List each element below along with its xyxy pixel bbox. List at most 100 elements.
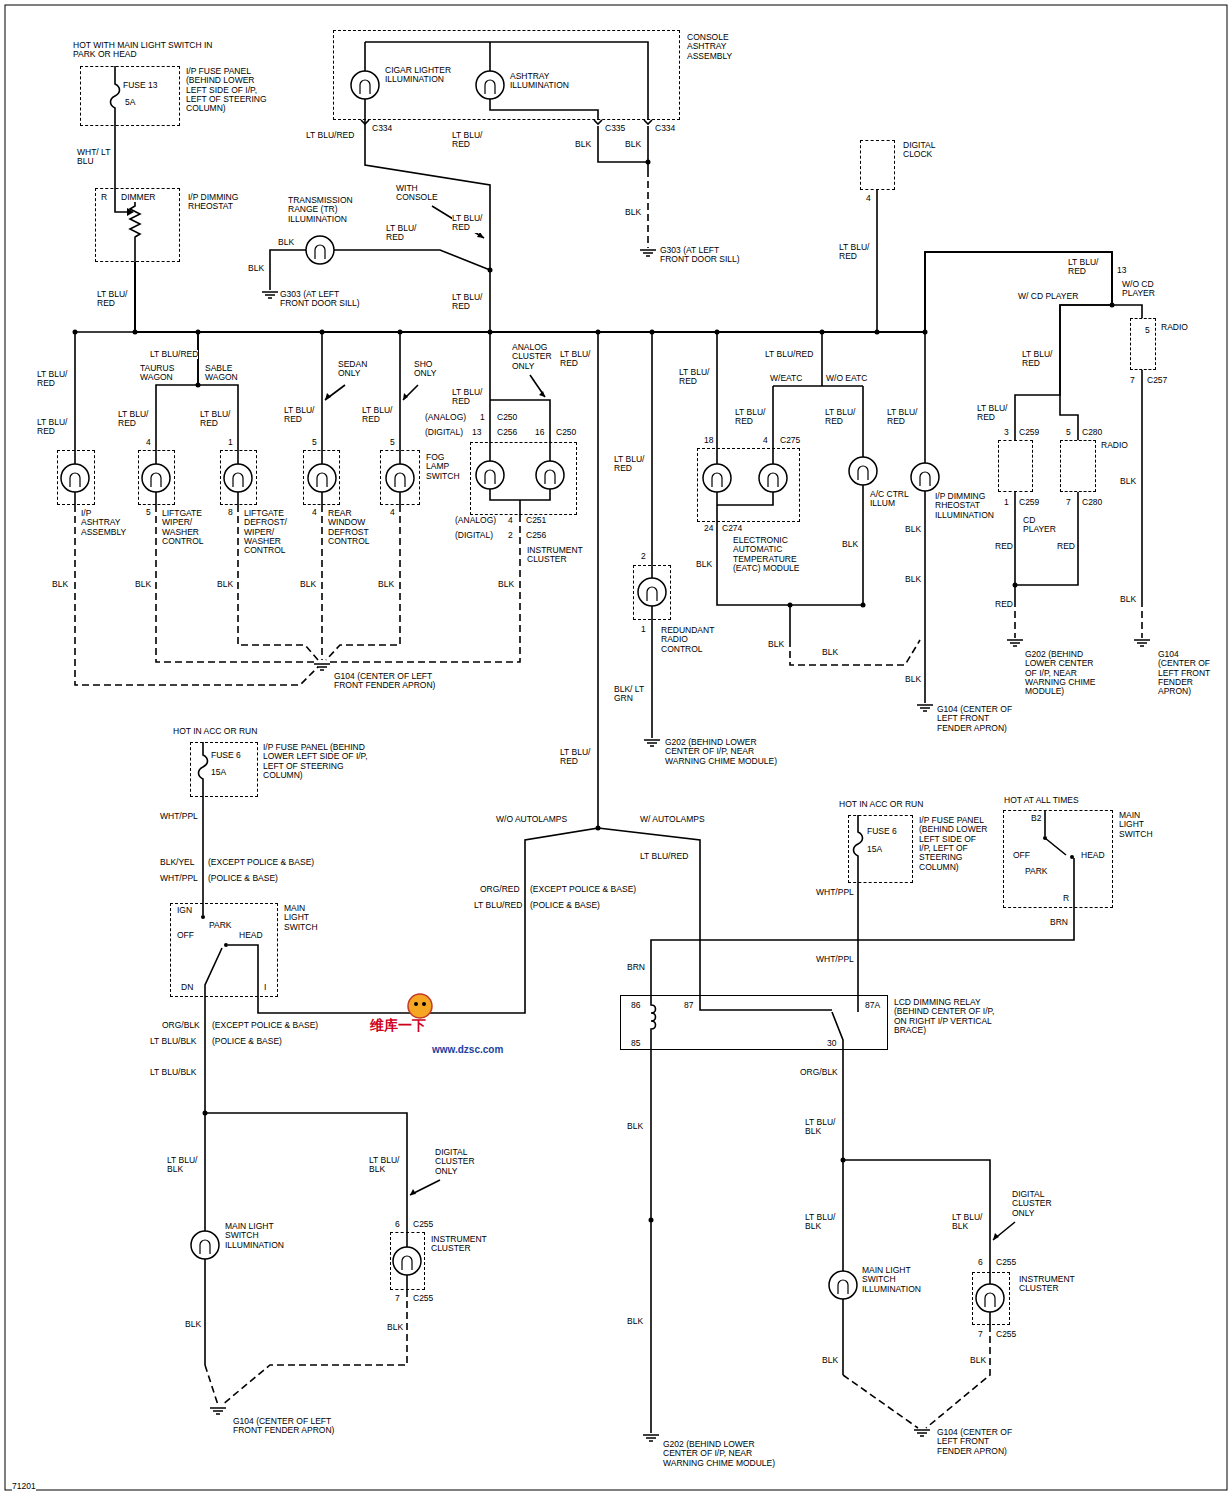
wire-color: LT BLU/ RED — [452, 388, 488, 407]
component-label: HOT IN ACC OR RUN — [173, 727, 257, 736]
wire-color: RED — [995, 600, 1013, 609]
pin-number: 1 — [641, 625, 646, 634]
wire-color: LT BLU/RED — [474, 901, 522, 910]
wire-color: WHT/PPL — [160, 874, 198, 883]
wire-color: LT BLU/ RED — [362, 406, 398, 425]
component-label: HEAD — [1081, 851, 1105, 860]
component-box: RADIO — [1130, 318, 1156, 370]
component-box: DIGITAL CLOCK — [860, 140, 895, 190]
wire-color: BLK — [627, 1122, 643, 1131]
component-box: CD PLAYER — [998, 440, 1033, 492]
component-label: 15A — [867, 845, 882, 854]
note-label: W/O EATC — [826, 374, 867, 383]
pin-number: 4 — [390, 508, 395, 517]
wire-color: ORG/RED — [480, 885, 520, 894]
component-box: INSTRUMENT CLUSTER — [470, 442, 577, 515]
pin-number: 4 — [508, 516, 513, 525]
wire-color: LT BLU/ RED — [560, 748, 596, 767]
note-label: ASHTRAY ILLUMINATION — [510, 72, 580, 91]
component-label: DIGITAL CLOCK — [903, 141, 948, 160]
note-label: DIGITAL CLUSTER ONLY — [1012, 1190, 1062, 1218]
component-label: INSTRUMENT CLUSTER — [431, 1235, 491, 1254]
note-label: (DIGITAL) — [455, 531, 493, 540]
pin-number: 4 — [312, 508, 317, 517]
wire-color: BLK — [905, 675, 921, 684]
component-box: HOT IN ACC OR RUNFUSE 615AI/P FUSE PANEL… — [848, 815, 913, 883]
wire-color: BLK/ LT GRN — [614, 685, 650, 704]
connector-id: C259 — [1019, 428, 1039, 437]
wire-color: BLK — [905, 525, 921, 534]
component-box: INSTRUMENT CLUSTER — [390, 1232, 425, 1290]
note-label: (DIGITAL) — [425, 428, 463, 437]
ground-point: G104 (CENTER OF LEFT FRONT FENDER APRON) — [334, 672, 449, 691]
wire-color: LT BLU/ RED — [887, 408, 923, 427]
component-label: RADIO — [1101, 441, 1128, 450]
wire-color: LT BLU/ RED — [614, 455, 650, 474]
component-box: HOT WITH MAIN LIGHT SWITCH IN PARK OR HE… — [80, 66, 180, 126]
wire — [843, 1050, 990, 1272]
note-label: A/C CTRL ILLUM — [870, 490, 910, 509]
pin-number: 4 — [763, 436, 768, 445]
component-label: I/P DIMMING RHEOSTAT — [188, 193, 248, 212]
pin-number: 5 — [312, 438, 317, 447]
note-label: W/ CD PLAYER — [1018, 292, 1078, 301]
note-label: WITH CONSOLE — [396, 184, 436, 203]
connector-id: C255 — [996, 1330, 1016, 1339]
pin-number: 13 — [1117, 266, 1126, 275]
pin-number: 2 — [508, 531, 513, 540]
component-label: REAR WINDOW DEFROST CONTROL — [328, 509, 378, 546]
ground-point: G202 (BEHIND LOWER CENTER OF I/P, NEAR W… — [1025, 650, 1107, 697]
component-label: 15A — [211, 768, 226, 777]
wire — [135, 262, 717, 448]
pin-number: 5 — [1145, 326, 1150, 335]
component-label: DIMMER — [121, 193, 155, 202]
wire-color: BLK — [1120, 477, 1136, 486]
pin-number: 7 — [978, 1330, 983, 1339]
wire — [135, 252, 1112, 440]
wire-color: LT BLU/ BLK — [369, 1156, 405, 1175]
component-label: 30 — [827, 1039, 836, 1048]
note-label: (ANALOG) — [425, 413, 466, 422]
pin-number: 18 — [704, 436, 713, 445]
wire-color: LT BLU/ RED — [118, 410, 154, 429]
pin-number: 6 — [395, 1220, 400, 1229]
note-label: TAURUS WAGON — [140, 364, 180, 383]
wire-color: BLK — [498, 580, 514, 589]
component-label: 86 — [631, 1001, 640, 1010]
component-label: 87A — [865, 1001, 880, 1010]
wire-color: LT BLU/ BLK — [167, 1156, 203, 1175]
component-label: REDUNDANT RADIO CONTROL — [661, 626, 721, 654]
wire-color: LT BLU/RED — [150, 350, 198, 359]
wire-color: LT BLU/ RED — [200, 410, 236, 429]
wire — [135, 120, 490, 332]
component-label: FOG LAMP SWITCH — [426, 453, 461, 481]
pin-number: 1 — [1004, 498, 1009, 507]
pin-number: 5 — [1066, 428, 1071, 437]
wire-color: ORG/BLK — [162, 1021, 200, 1030]
wire-color: RED — [995, 542, 1013, 551]
component-label: OFF — [177, 931, 194, 940]
wire-color: LT BLU/ RED — [1022, 350, 1058, 369]
wire — [135, 252, 1112, 440]
note-label: (EXCEPT POLICE & BASE) — [208, 858, 314, 867]
wire-color: ORG/BLK — [800, 1068, 838, 1077]
note-label: 维库一下 — [370, 1018, 426, 1033]
wire — [135, 190, 877, 332]
component-label: CONSOLE ASHTRAY ASSEMBLY — [687, 33, 747, 61]
connector-id: C250 — [497, 413, 517, 422]
connector-id: C250 — [556, 428, 576, 437]
wire-color: BLK — [217, 580, 233, 589]
wire-color: LT BLU/RED — [306, 131, 354, 140]
component-label: PARK — [209, 921, 232, 930]
component-label: I/P FUSE PANEL (BEHIND LOWER LEFT SIDE O… — [186, 67, 276, 114]
wire-color: LT BLU/ RED — [977, 404, 1013, 423]
component-label: ELECTRONIC AUTOMATIC TEMPERATURE (EATC) … — [733, 536, 813, 573]
component-box: INSTRUMENT CLUSTER — [972, 1272, 1010, 1325]
wire-color: LT BLU/ RED — [37, 418, 73, 437]
component-box: 868787A8530LCD DIMMING RELAY (BEHIND CEN… — [620, 995, 888, 1050]
wire-color: LT BLU/ RED — [560, 350, 596, 369]
wire — [651, 908, 1074, 995]
note-label: I/P DIMMING RHEOSTAT ILLUMINATION — [935, 492, 995, 520]
pin-number: 71201 — [12, 1482, 36, 1491]
wire-color: LT BLU/BLK — [150, 1037, 196, 1046]
